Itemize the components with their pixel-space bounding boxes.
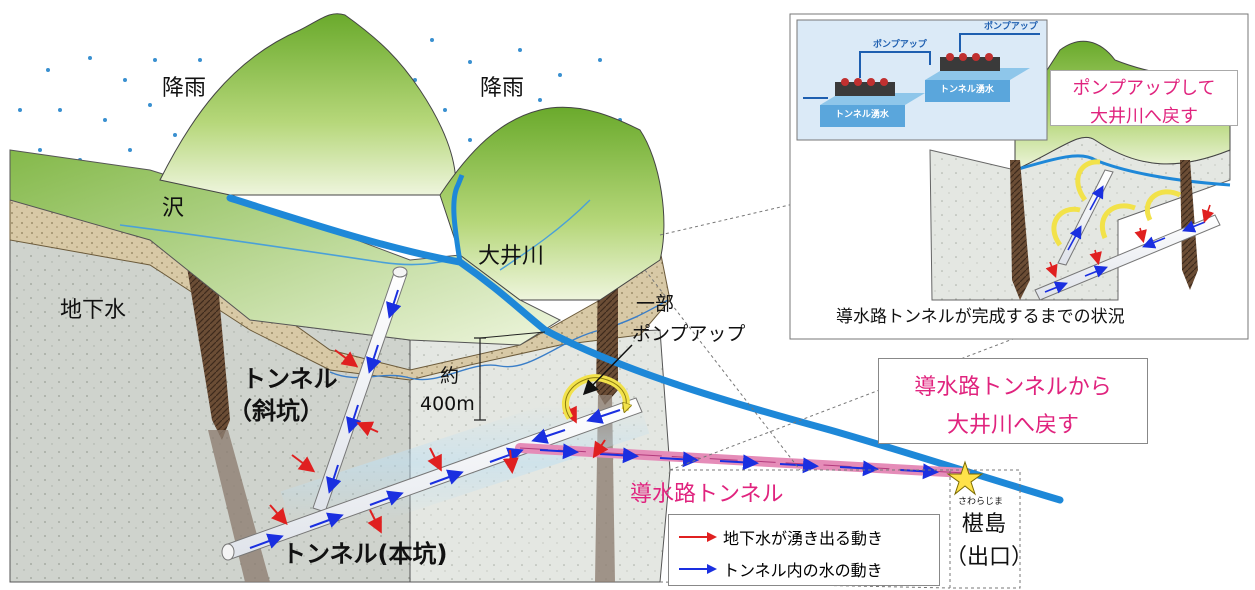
label-groundwater: 地下水: [60, 298, 127, 323]
label-depth-2: 400m: [420, 393, 475, 415]
inset-caption: 導水路トンネルが完成するまでの状況: [836, 307, 1125, 327]
label-exit-paren: （出口）: [945, 545, 1034, 570]
mini-tank-right: [925, 53, 1030, 102]
label-rain-right: 降雨: [480, 76, 525, 101]
label-inclined-shaft-1: トンネル: [242, 365, 338, 393]
legend-red-arrow-icon: [679, 532, 717, 542]
label-rain-left: 降雨: [162, 76, 207, 101]
oi-river: [226, 194, 1064, 504]
inset-pump-back-box: ポンプアップして 大井川へ戻す: [1050, 70, 1238, 127]
stream-line-right: [499, 199, 591, 271]
label-exit-name: 椹島: [962, 512, 1007, 537]
inset-groundwater-arrows: [1045, 204, 1215, 278]
callout-box: 導水路トンネルから 大井川へ戻す: [878, 358, 1148, 444]
exit-box: [949, 469, 1021, 589]
legend-blue-arrow-icon: [679, 564, 717, 574]
exit-star-icon: [946, 460, 984, 496]
label-depth-1: 約: [440, 365, 460, 387]
fault-zone-right: [596, 265, 618, 405]
mini-tank-left: [820, 78, 925, 127]
stream-line: [119, 224, 461, 266]
tunnel-flow-arrows: [249, 289, 939, 549]
inset-pump-back-line1: ポンプアップして: [1072, 78, 1216, 99]
inset-pump-arrows: [1051, 159, 1182, 247]
label-exit-ruby: さわらじま: [958, 497, 1004, 507]
inclined-shaft-portal: [392, 266, 408, 278]
inset-pump-back-line2: 大井川へ戻す: [1090, 106, 1198, 127]
mountain-right: [439, 106, 665, 301]
mini-tank-label-1: トンネル湧水: [835, 110, 889, 120]
inset-fault-left: [1010, 160, 1030, 300]
label-partial-pump-1: 一部: [636, 293, 675, 315]
callout-line1: 導水路トンネルから: [914, 375, 1112, 400]
legend-label-tunnel-flow: トンネル内の水の動き: [723, 561, 883, 580]
fault-zone-left: [185, 250, 230, 440]
oi-river-tributary: [451, 174, 465, 263]
pump-leader-arrow: [582, 344, 633, 396]
label-oi-river: 大井川: [478, 244, 545, 269]
label-inclined-shaft-2: （斜坑）: [228, 397, 324, 425]
label-main-tunnel: トンネル(本坑): [282, 540, 448, 568]
legend-label-groundwater: 地下水が湧き出る動き: [723, 529, 884, 548]
mini-pump-label-2: ポンプアップ: [984, 22, 1038, 32]
legend-row-tunnel-flow: トンネル内の水の動き: [679, 557, 883, 581]
mini-pump-label-1: ポンプアップ: [873, 40, 927, 50]
depth-bracket-top: [479, 331, 546, 339]
mountain-left: [159, 13, 457, 196]
legend-row-groundwater: 地下水が湧き出る動き: [679, 525, 883, 549]
callout-line2: 大井川へ戻す: [946, 413, 1079, 438]
main-tunnel-portal: [221, 543, 235, 561]
label-headrace-tunnel: 導水路トンネル: [630, 482, 784, 507]
label-stream: 沢: [162, 196, 185, 221]
label-partial-pump-2: ポンプアップ: [632, 323, 746, 345]
mini-pump-pipes: [803, 33, 1040, 99]
legend-box: 地下水が湧き出る動き トンネル内の水の動き: [668, 514, 940, 586]
mini-tank-label-2: トンネル湧水: [940, 85, 994, 95]
inset-flow-arrows: [1044, 185, 1206, 294]
